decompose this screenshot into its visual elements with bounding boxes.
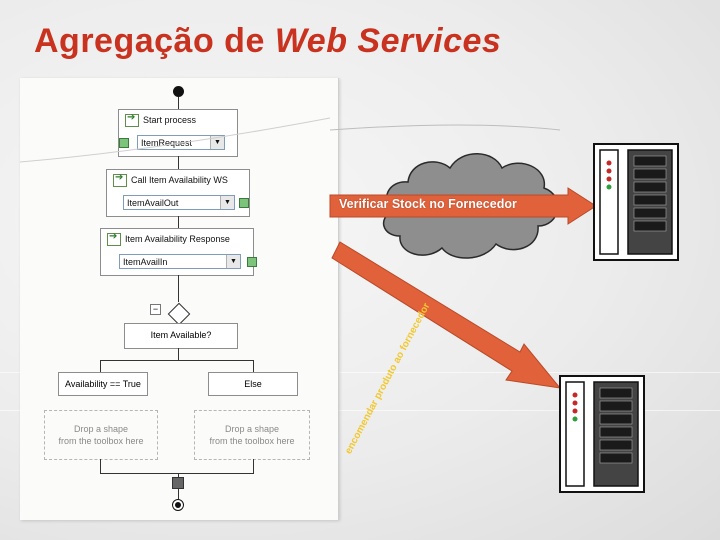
response-label: Item Availability Response [125, 234, 230, 244]
drop-zone-left[interactable]: Drop a shape from the toolbox here [44, 410, 158, 460]
decision-label: Item Available? [150, 330, 212, 340]
start-process-combo-value: ItemRequest [141, 137, 193, 148]
port-icon[interactable] [119, 138, 129, 148]
start-dot [173, 86, 184, 97]
chevron-down-icon[interactable]: ▼ [220, 196, 234, 209]
connector [178, 216, 179, 228]
connector [178, 275, 179, 302]
response-node[interactable]: Item Availability Response ItemAvailIn ▼ [100, 228, 257, 276]
connector [178, 489, 179, 499]
decision-node[interactable]: Item Available? [124, 323, 238, 349]
arrow-to-supplier [329, 187, 597, 225]
server-top-icon [593, 143, 679, 261]
call-ws-node[interactable]: Call Item Availability WS ItemAvailOut ▼ [106, 169, 250, 217]
arrow-right-icon [113, 172, 127, 187]
branch-else-label: Else [244, 379, 262, 389]
connector [253, 459, 254, 473]
connector [178, 473, 179, 477]
port-icon[interactable] [239, 198, 249, 208]
connector [178, 97, 179, 109]
faint-line [329, 124, 561, 131]
connector [178, 156, 179, 169]
merge-connector [100, 473, 254, 474]
branch-true[interactable]: Availability == True [58, 372, 148, 396]
connector [100, 360, 101, 372]
title-text: Agregação de [34, 22, 275, 60]
call-ws-header: Call Item Availability WS [113, 172, 228, 187]
call-ws-combo-value: ItemAvailOut [127, 197, 179, 208]
call-ws-label: Call Item Availability WS [131, 175, 228, 185]
title-emphasis: Web Services [274, 22, 502, 60]
slide-title: Agregação de Web Services [34, 22, 501, 61]
faint-line [19, 117, 331, 163]
background-stripe [0, 372, 720, 373]
response-combo[interactable]: ItemAvailIn ▼ [119, 254, 241, 269]
call-ws-combo[interactable]: ItemAvailOut ▼ [123, 195, 235, 210]
branch-true-label: Availability == True [65, 379, 141, 389]
arrow-right-icon [125, 112, 139, 127]
response-combo-value: ItemAvailIn [123, 256, 168, 267]
start-process-header: Start process [125, 112, 197, 127]
chevron-down-icon[interactable]: ▼ [226, 255, 240, 268]
arrow-right-icon [107, 231, 121, 246]
branch-else[interactable]: Else [208, 372, 298, 396]
chevron-down-icon[interactable]: ▼ [210, 136, 224, 149]
connector [100, 459, 101, 473]
end-icon [172, 499, 184, 511]
connector [253, 360, 254, 372]
arrow-to-second-supplier [331, 241, 562, 389]
collapse-icon[interactable]: − [150, 304, 161, 315]
server-bottom-icon [559, 375, 645, 493]
arrow-label: Verificar Stock no Fornecedor [339, 197, 517, 211]
background-stripe [0, 410, 720, 411]
branch-connector [100, 360, 254, 361]
start-process-label: Start process [143, 115, 197, 125]
port-icon[interactable] [247, 257, 257, 267]
drop-zone-right[interactable]: Drop a shape from the toolbox here [194, 410, 310, 460]
stop-icon [172, 477, 184, 489]
connector [178, 348, 179, 360]
response-header: Item Availability Response [107, 231, 230, 246]
